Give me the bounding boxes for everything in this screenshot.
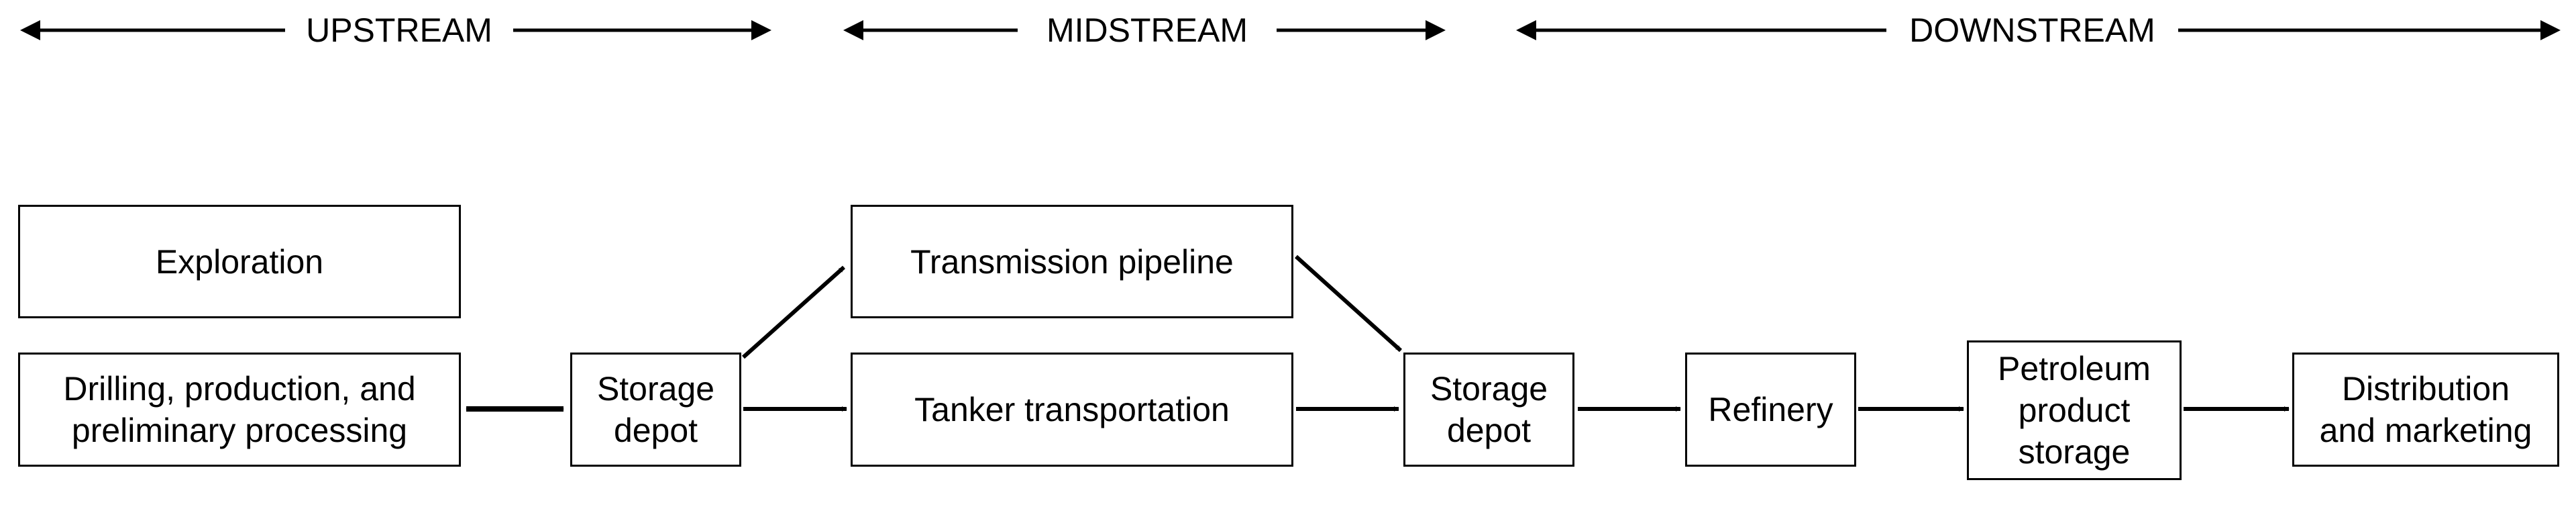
midstream-right-arrowhead [1426,20,1446,40]
storage-depot-box-1: Storage depot [570,353,741,467]
downstream-right-arrowhead [2540,20,2561,40]
downstream-label: DOWNSTREAM [1886,9,2178,51]
storage-depot-box-2: Storage depot [1403,353,1574,467]
distribution-marketing-box: Distribution and marketing [2292,353,2559,467]
upstream-right-arrowhead [751,20,771,40]
refinery-box: Refinery [1685,353,1856,467]
exploration-box: Exploration [18,205,461,318]
upstream-left-arrowhead [20,20,40,40]
tanker-transportation-box: Tanker transportation [851,353,1293,467]
midstream-left-arrowhead [843,20,863,40]
drilling-box: Drilling, production, and preliminary pr… [18,353,461,467]
transmission-pipeline-box: Transmission pipeline [851,205,1293,318]
downstream-left-arrowhead [1516,20,1536,40]
arrow-pipeline-to-storage [1294,254,1403,353]
arrow-storage-to-pipeline [742,265,845,359]
upstream-label: UPSTREAM [285,9,513,51]
midstream-label: MIDSTREAM [1018,9,1277,51]
petroleum-product-storage-box: Petroleum product storage [1967,340,2182,480]
